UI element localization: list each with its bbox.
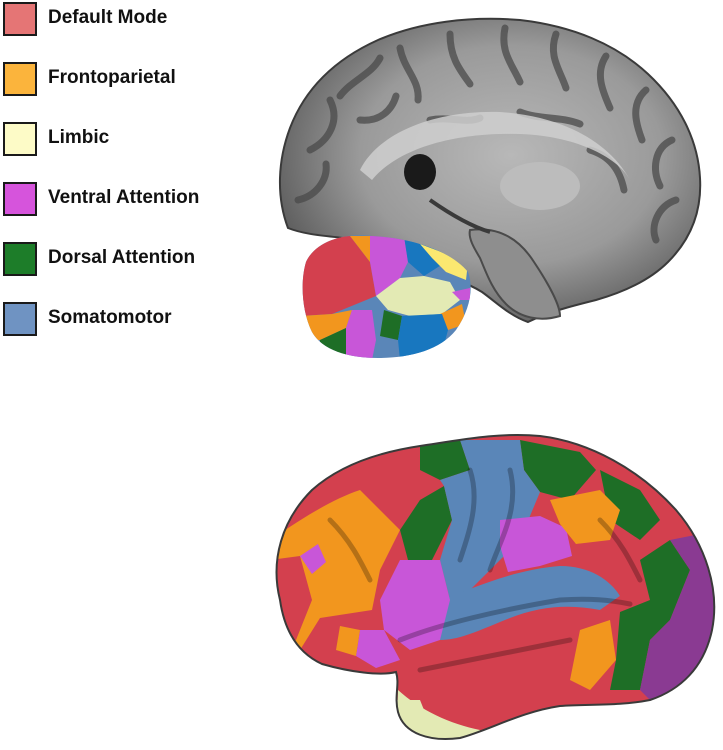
legend-item-limbic: Limbic	[3, 122, 263, 156]
legend-label-ventral-attention: Ventral Attention	[48, 187, 200, 208]
legend-swatch-limbic	[3, 122, 37, 156]
legend-label-default-mode: Default Mode	[48, 7, 168, 28]
legend-item-default-mode: Default Mode	[3, 2, 263, 36]
legend-item-ventral-attention: Ventral Attention	[3, 182, 263, 216]
legend-label-dorsal-attention: Dorsal Attention	[48, 247, 196, 268]
cortical-surface-brain-icon	[275, 433, 716, 740]
legend-label-limbic: Limbic	[48, 127, 110, 148]
legend-label-frontoparietal: Frontoparietal	[48, 67, 176, 88]
legend-swatch-dorsal-attention	[3, 242, 37, 276]
legend-label-somatomotor: Somatomotor	[48, 307, 172, 328]
legend-item-frontoparietal: Frontoparietal	[3, 62, 263, 96]
legend-swatch-default-mode	[3, 2, 37, 36]
legend-swatch-somatomotor	[3, 302, 37, 336]
legend-item-dorsal-attention: Dorsal Attention	[3, 242, 263, 276]
legend-item-somatomotor: Somatomotor	[3, 302, 263, 336]
legend-swatch-ventral-attention	[3, 182, 37, 216]
legend-swatch-frontoparietal	[3, 62, 37, 96]
